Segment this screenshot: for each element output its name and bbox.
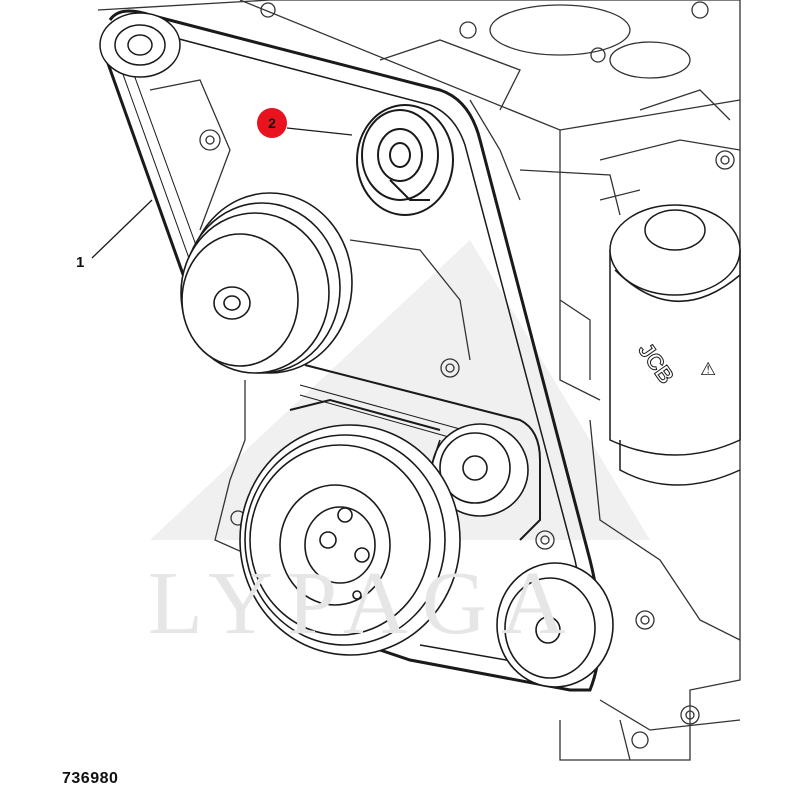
- water-pump-pulley: [180, 192, 353, 374]
- watermark-text: LYPAGA: [148, 554, 580, 653]
- idler-pulley-middle: [429, 423, 529, 517]
- figure-id-label: 736980: [62, 770, 119, 787]
- engine-block: [97, 0, 741, 761]
- oil-filter: JCB ⚠: [609, 204, 741, 486]
- callout-number-1: 1: [76, 254, 85, 271]
- callout-number-2: 2: [268, 115, 276, 131]
- svg-text:⚠: ⚠: [700, 359, 716, 379]
- leader-lines: [91, 127, 353, 259]
- lower-idler-pulley: [496, 562, 614, 688]
- callout-2-label-wrap: 2: [257, 108, 287, 138]
- callout-2-marker: [257, 108, 287, 138]
- tensioner-pulley: [356, 104, 454, 216]
- crankshaft-pulley: [239, 424, 461, 656]
- idler-pulley-top: [99, 12, 181, 78]
